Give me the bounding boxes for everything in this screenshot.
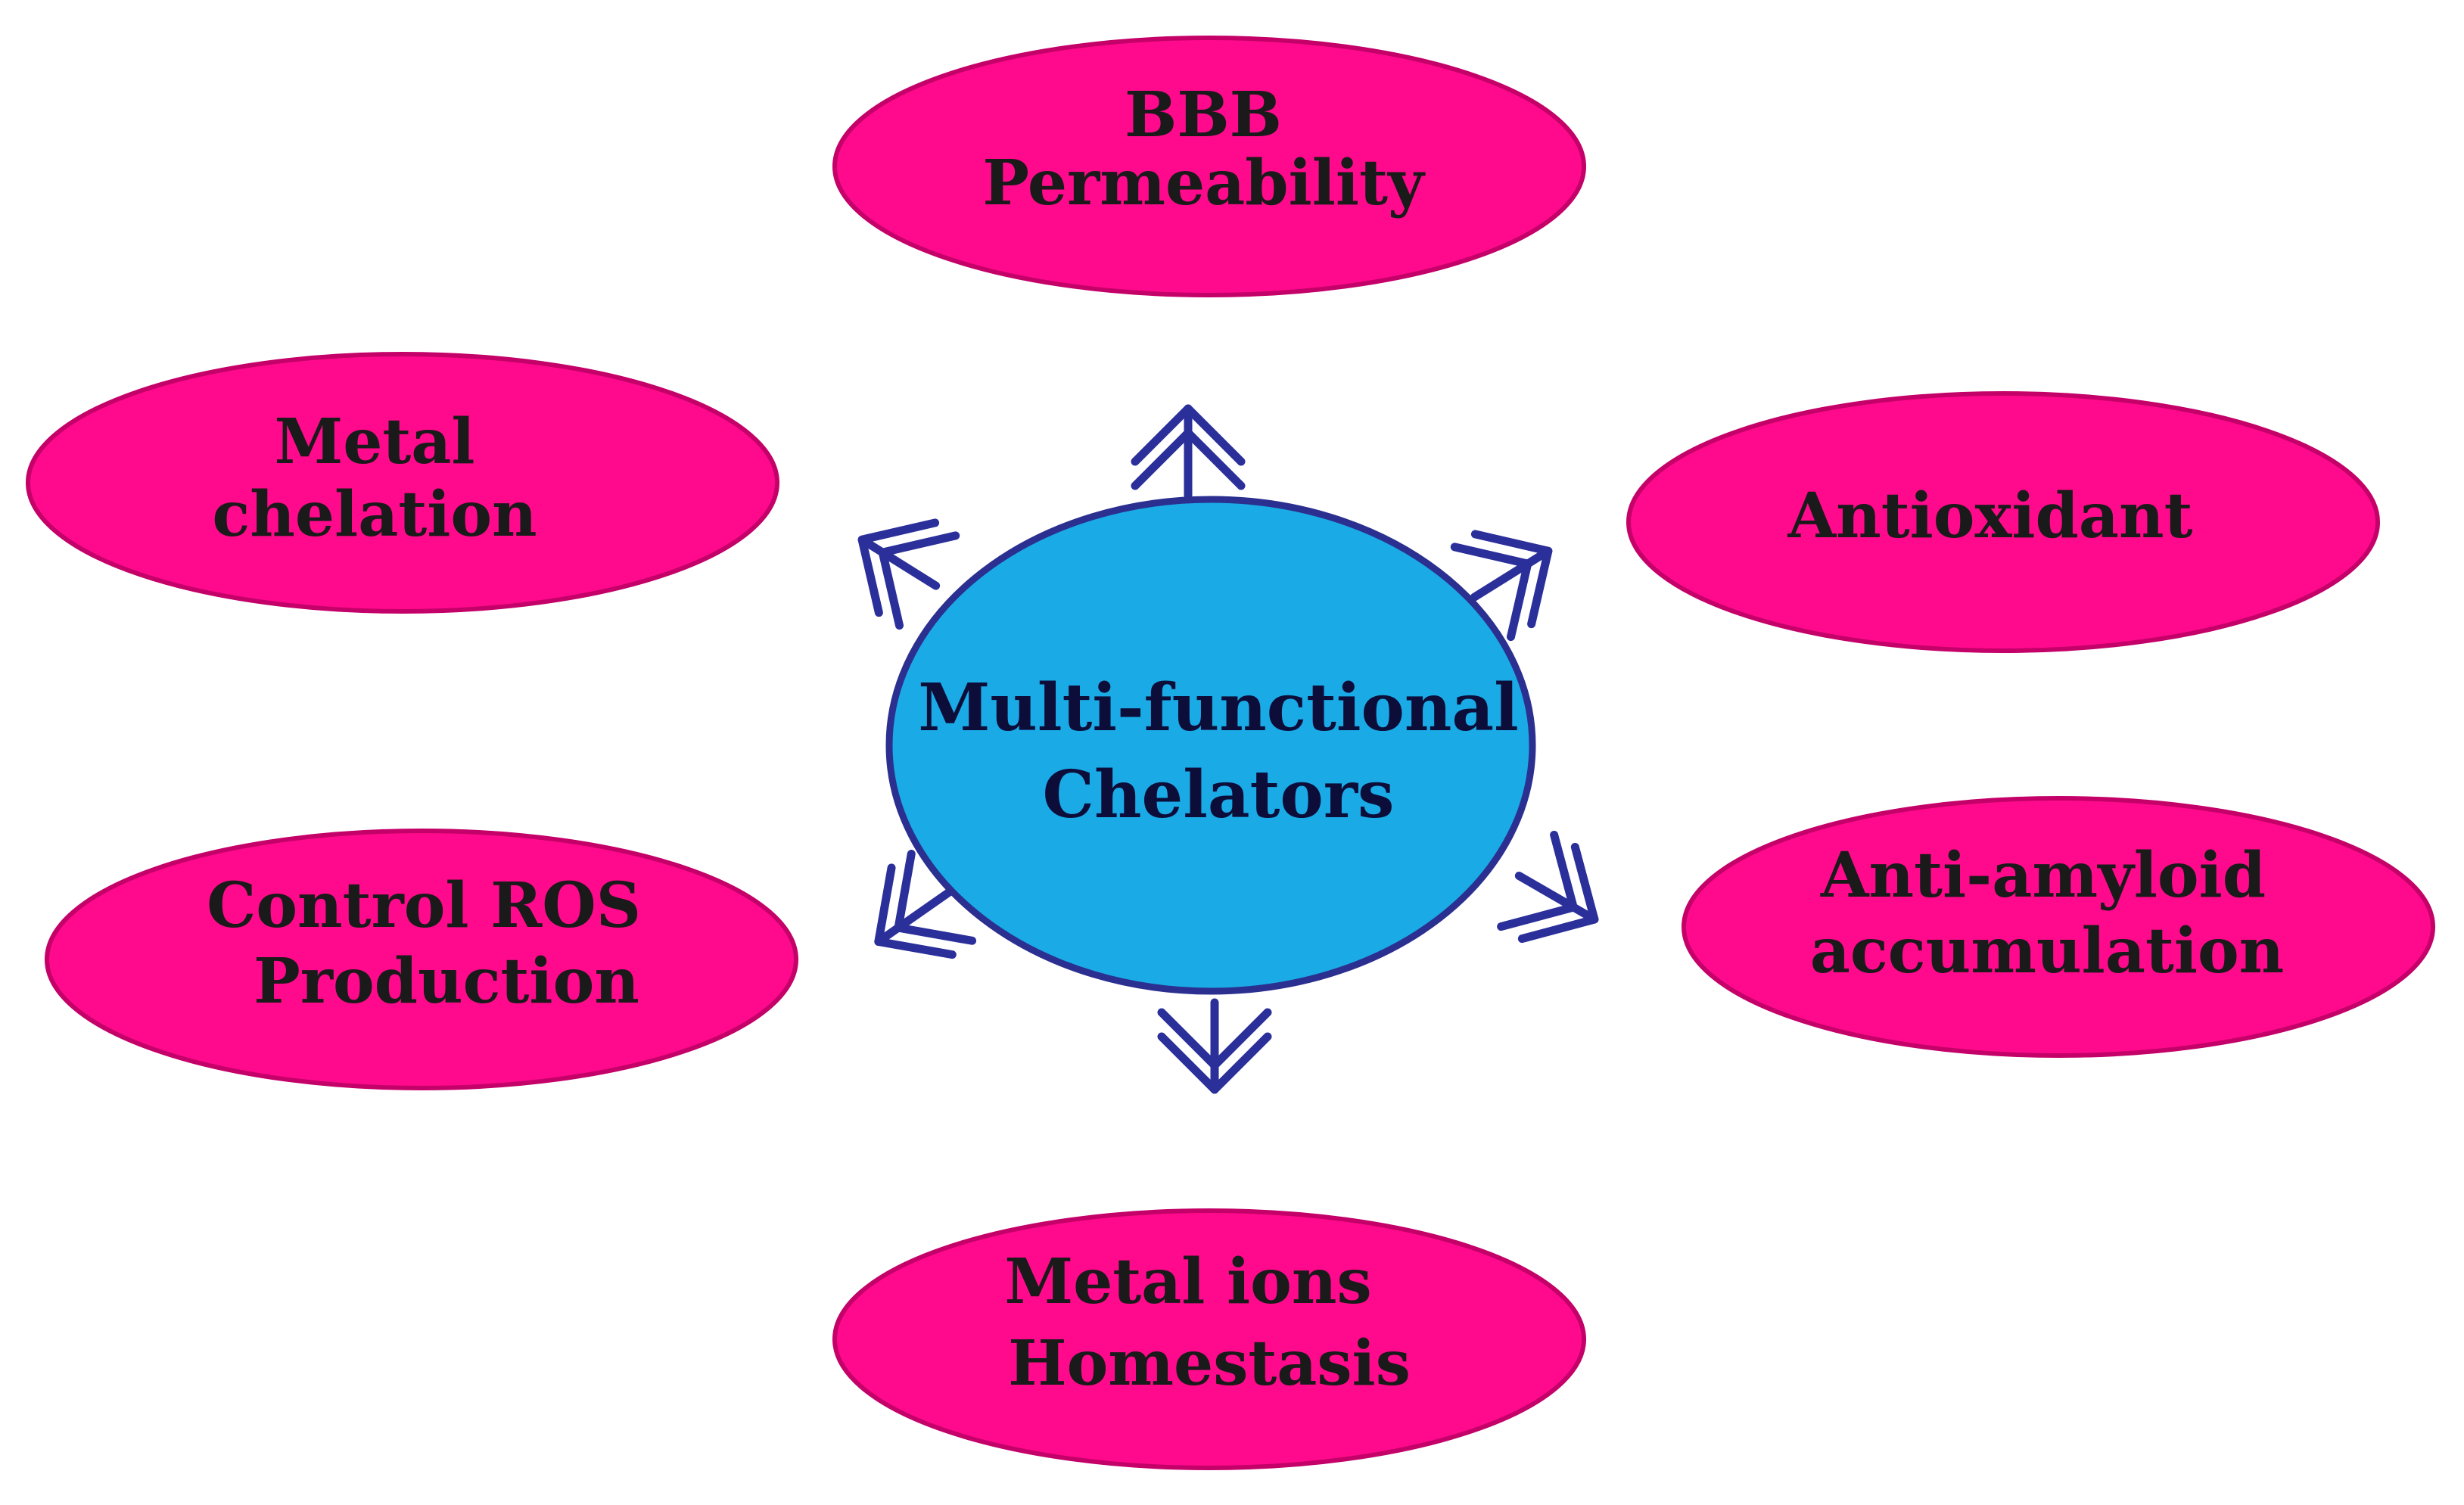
node-ellipse [832,1208,1586,1470]
node-label-line1: Control ROS [207,869,641,942]
node-metal-chelation: Metal chelation [26,352,779,614]
node-metal-ions-homestasis: Metal ions Homestasis [832,1208,1586,1470]
arrow-up [1131,404,1246,500]
node-ellipse [1626,391,2380,653]
node-label-line1: Metal ions [1004,1245,1371,1318]
node-anti-amyloid-accumulation: Anti-amyloid accumulation [1682,796,2435,1058]
node-label-line1: BBB [1125,79,1282,151]
node-label-line2: accumulation [1810,915,2285,987]
center-ellipse [885,496,1536,995]
center-label-line2: Chelators [1043,757,1395,833]
node-bbb-permeability: BBB Permeability [832,36,1586,297]
arrow-upper-right [1450,530,1553,642]
arrow-lower-left [874,850,977,959]
node-label-line2: Permeability [982,147,1426,219]
node-antioxidant: Antioxidant [1626,391,2380,653]
node-control-ros-production: Control ROS Production [45,829,798,1090]
node-label-line1: Antioxidant [1787,480,2193,552]
arrow-lower-right [1497,830,1599,944]
node-ellipse [26,352,779,614]
node-label-line1: Metal [274,406,474,478]
arrows-group [857,404,1599,1094]
node-ellipse [832,36,1586,297]
arrow-down [1157,998,1272,1094]
center-node: Multi-functional Chelators [885,496,1536,995]
node-ellipse [45,829,798,1090]
node-label-line2: Homestasis [1008,1327,1411,1400]
node-label-line2: Production [254,945,639,1018]
arrow-upper-left [857,518,960,630]
node-label-line2: chelation [212,478,537,551]
center-label-line1: Multi-functional [918,670,1519,746]
node-ellipse [1682,796,2435,1058]
node-label-line1: Anti-amyloid [1820,839,2266,912]
